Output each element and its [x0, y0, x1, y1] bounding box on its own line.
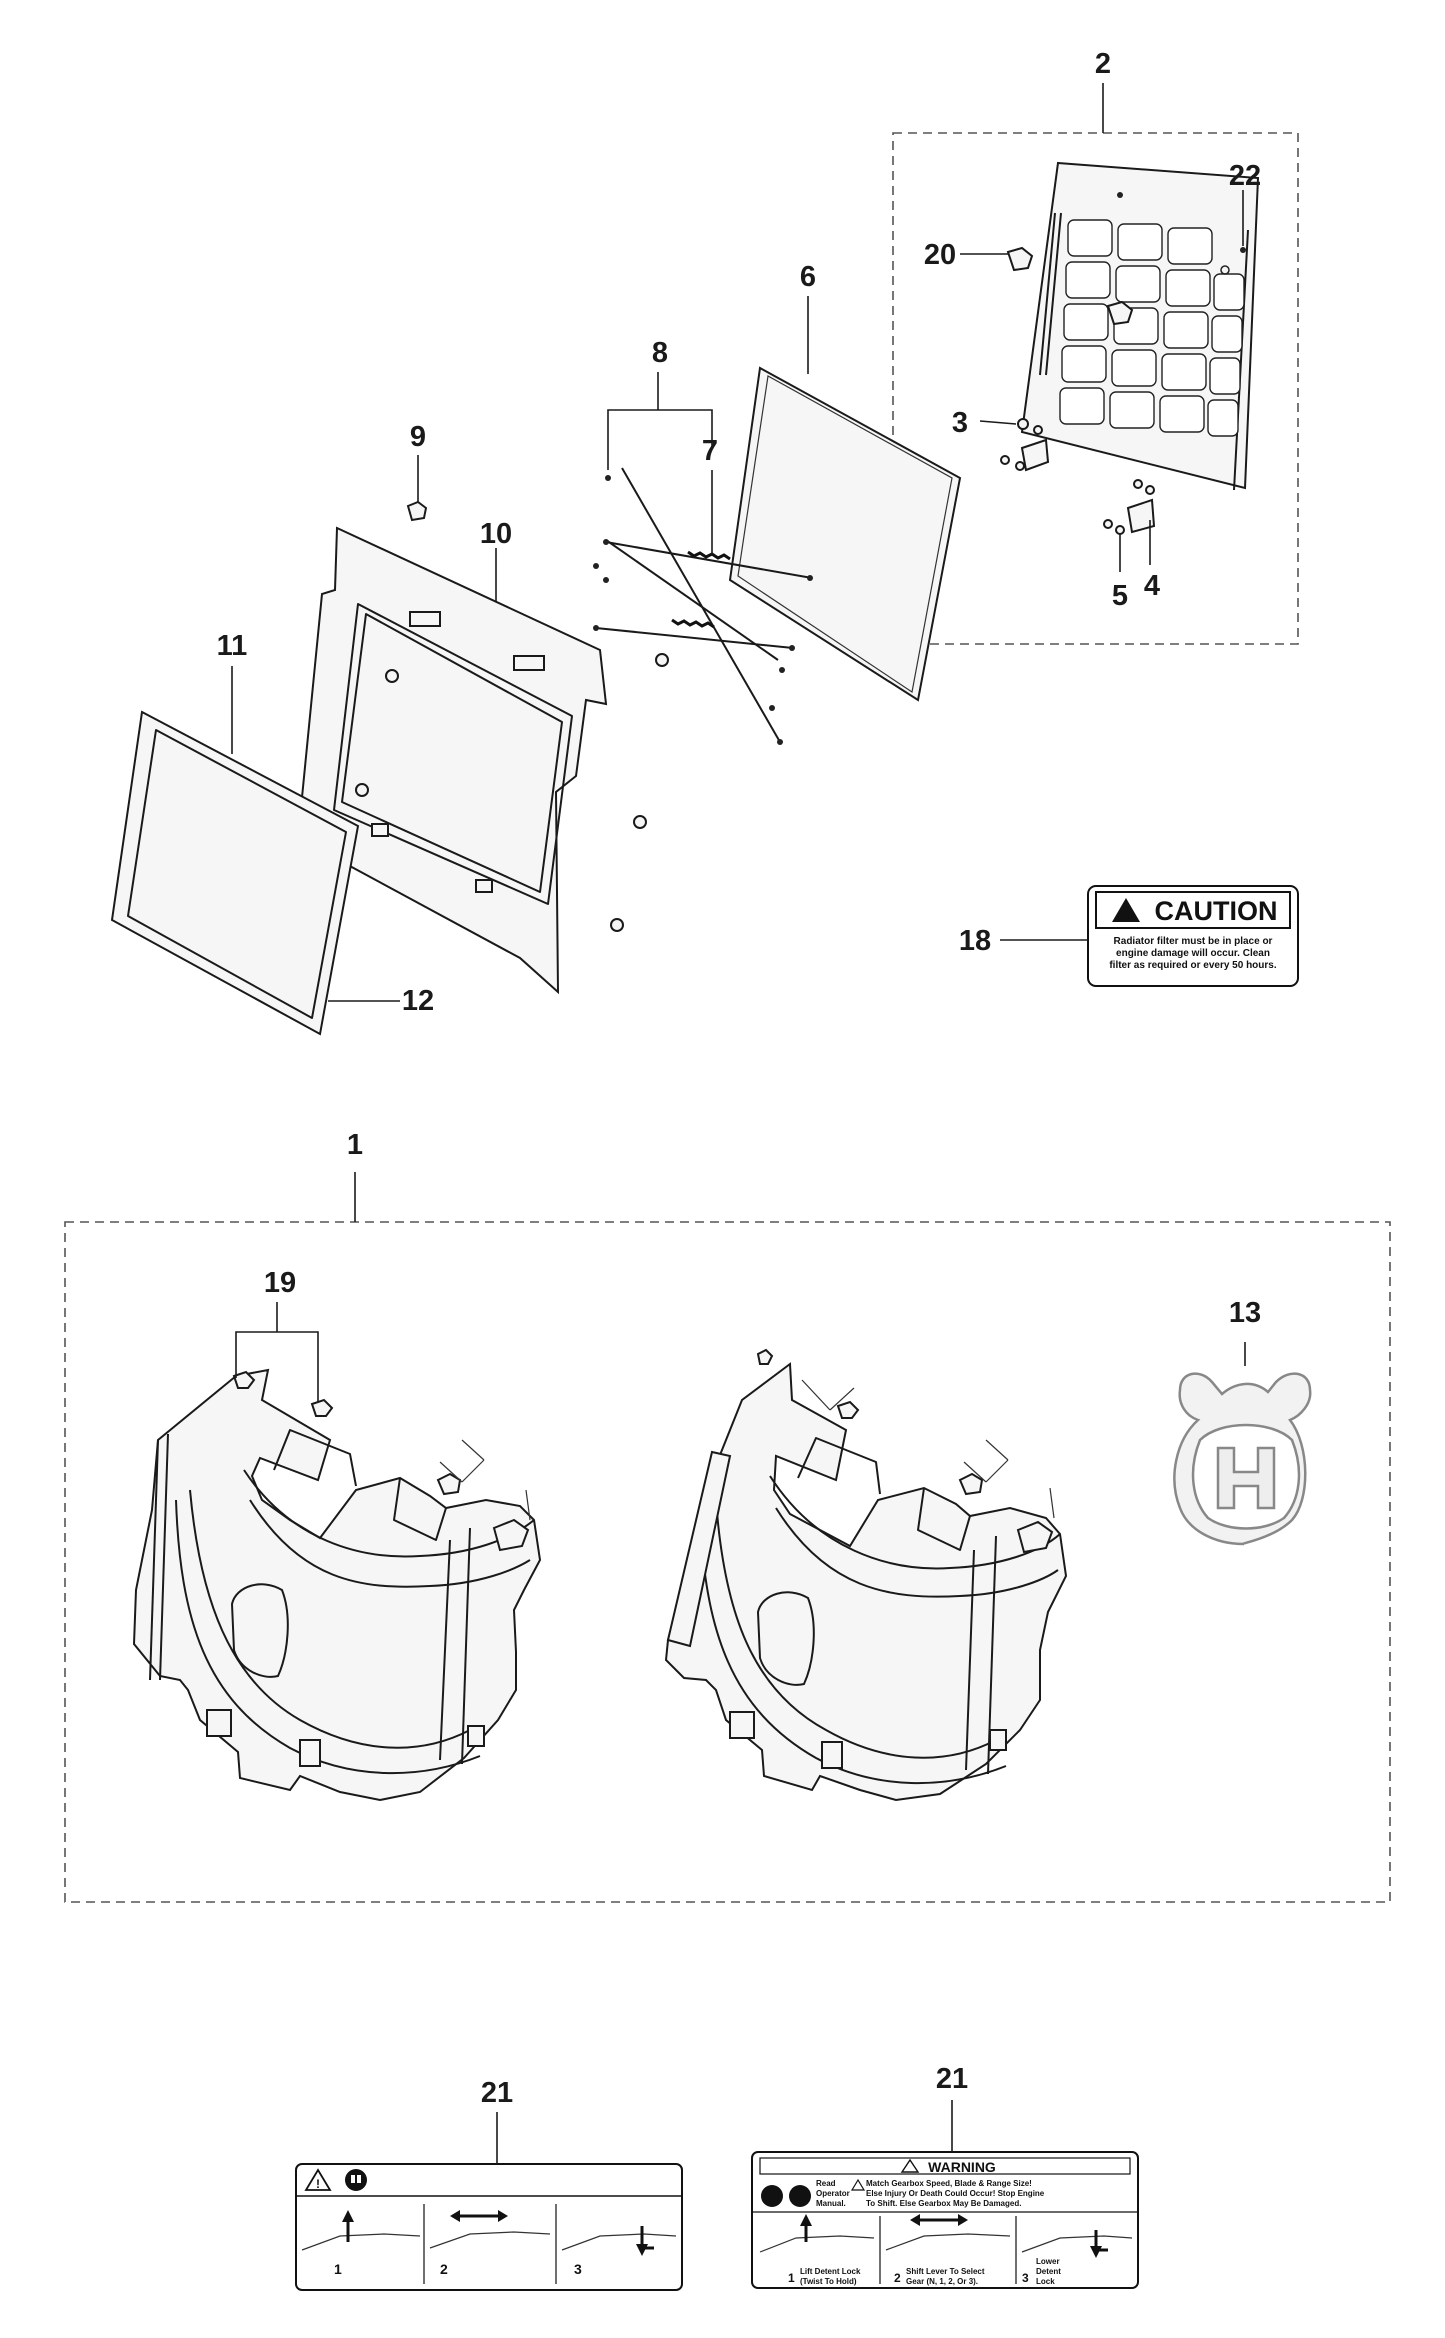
callout-22: 22: [1229, 160, 1261, 192]
warning-read-2: Operator: [816, 2189, 850, 2198]
warning-msg-3: To Shift. Else Gearbox May Be Damaged.: [866, 2199, 1021, 2208]
callout-3: 3: [952, 407, 968, 439]
callout-9: 9: [410, 421, 426, 453]
warning-step-2-num: 2: [894, 2271, 901, 2285]
callout-20: 20: [924, 239, 956, 271]
callout-4: 4: [1144, 570, 1160, 602]
callout-12: 12: [402, 985, 434, 1017]
caution-line-3: filter as required or every 50 hours.: [1109, 960, 1277, 971]
plain-step-1: 1: [334, 2261, 342, 2277]
warning-step-1-line-1: Lift Detent Lock: [800, 2267, 861, 2276]
logo-badge: [1173, 1372, 1312, 1546]
caution-decal: CAUTION Radiator filter must be in place…: [1087, 885, 1299, 987]
warning-step-3-line-1: Lower: [1036, 2257, 1060, 2266]
callout-5: 5: [1112, 580, 1128, 612]
callout-7: 7: [702, 435, 718, 467]
caution-line-1: Radiator filter must be in place or: [1114, 936, 1273, 947]
warning-step-1-num: 1: [788, 2271, 795, 2285]
warning-msg-1: Match Gearbox Speed, Blade & Range Size!: [866, 2179, 1032, 2188]
callout-13: 13: [1229, 1297, 1261, 1329]
warning-step-3-num: 3: [1022, 2271, 1029, 2285]
callout-19: 19: [264, 1267, 296, 1299]
callout-6: 6: [800, 261, 816, 293]
shroud-right: [664, 1348, 1068, 1802]
warning-step-3-line-3: Lock: [1036, 2277, 1055, 2286]
warning-step-3-line-2: Detent: [1036, 2267, 1061, 2276]
clip: [406, 500, 428, 522]
grille-panel: [1020, 161, 1260, 491]
warning-step-2-line-1: Shift Lever To Select: [906, 2267, 985, 2276]
callout-8: 8: [652, 337, 668, 369]
frame-panel: [296, 526, 669, 995]
svg-text:!: !: [316, 2177, 320, 2191]
warning-read-1: Read: [816, 2179, 836, 2188]
mount-brackets: [1000, 418, 1156, 535]
warning-step-2-line-2: Gear (N, 1, 2, Or 3).: [906, 2277, 978, 2286]
kit-1-boundary: [64, 1221, 1391, 1903]
warning-step-1-line-2: (Twist To Hold): [800, 2277, 857, 2286]
kit-2-boundary: [892, 132, 1299, 645]
callout-10: 10: [480, 518, 512, 550]
caution-heading: CAUTION: [1155, 896, 1278, 926]
warning-read-3: Manual.: [816, 2199, 846, 2208]
warning-heading: WARNING: [928, 2159, 996, 2175]
callout-21-b: 21: [936, 2063, 968, 2095]
callout-2: 2: [1095, 48, 1111, 80]
spring-wires: [593, 467, 813, 745]
caution-line-2: engine damage will occur. Clean: [1116, 948, 1270, 959]
callout-1: 1: [347, 1129, 363, 1161]
warning-msg-2: Else Injury Or Death Could Occur! Stop E…: [866, 2189, 1045, 2198]
shift-decal-plain: ! 1 2 3: [295, 2163, 683, 2291]
plain-step-3: 3: [574, 2261, 582, 2277]
shroud-left: [132, 1368, 542, 1802]
callout-21-a: 21: [481, 2077, 513, 2109]
shift-decal-warning: WARNING Read Operator Manual. Match Gear…: [751, 2151, 1139, 2289]
screen-frame: [110, 710, 360, 1036]
plain-step-2: 2: [440, 2261, 448, 2277]
callout-11: 11: [217, 630, 248, 662]
callout-18: 18: [959, 925, 991, 957]
latch: [1006, 246, 1134, 326]
